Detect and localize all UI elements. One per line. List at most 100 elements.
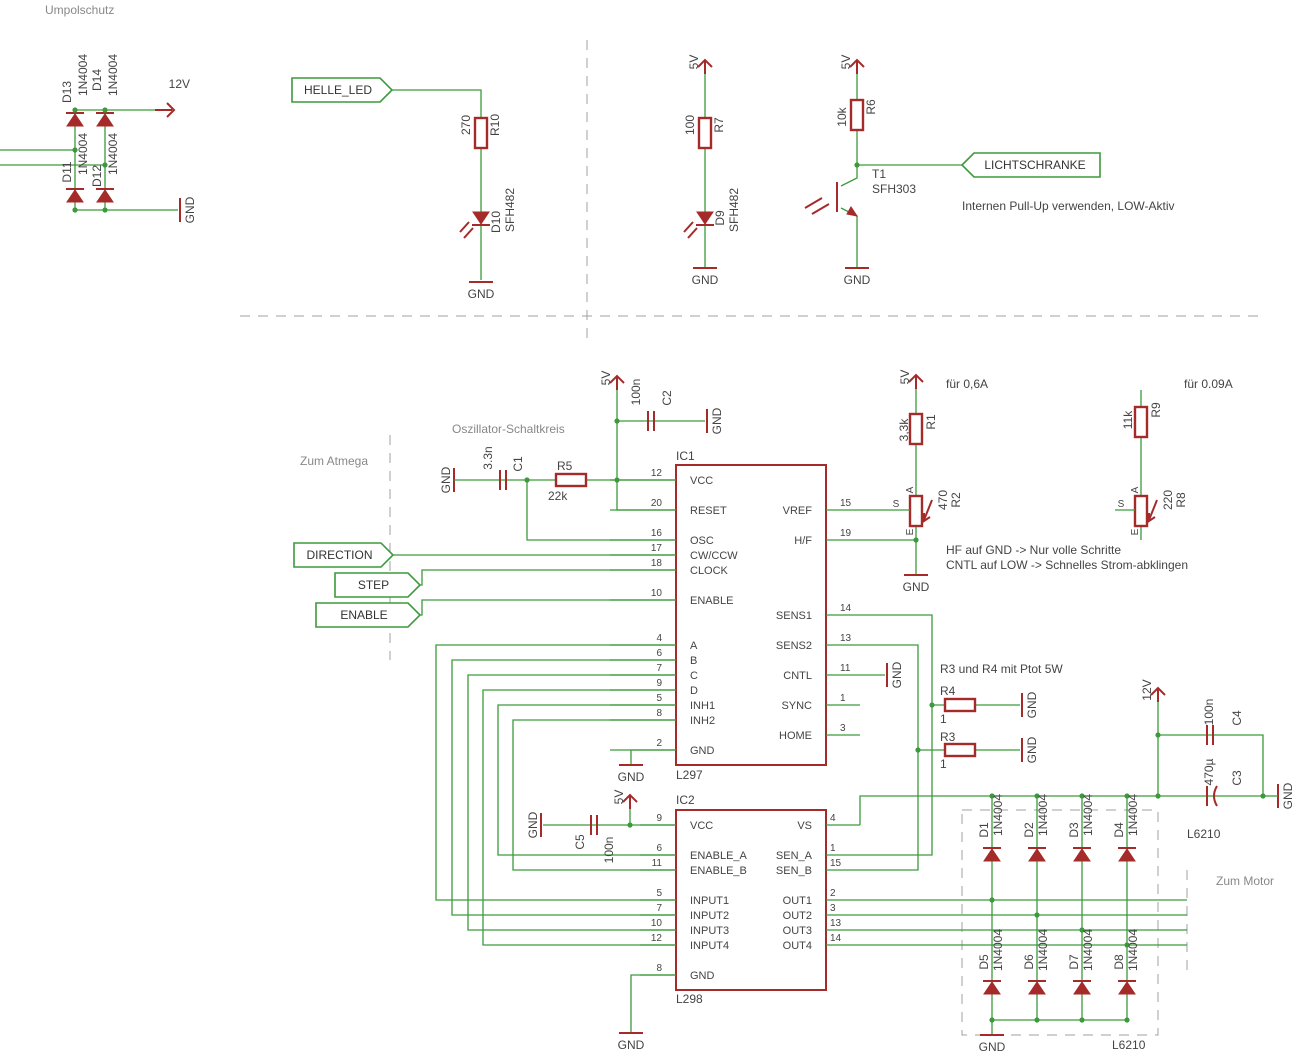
junction-dot	[929, 702, 935, 708]
junction-dot	[915, 747, 921, 753]
pin-label: CLOCK	[690, 565, 729, 577]
pin-label: OSC	[690, 535, 714, 547]
pin-label: VREF	[783, 505, 813, 517]
component-name: R8	[1174, 492, 1188, 508]
pin-label: ENABLE_B	[690, 865, 747, 877]
component-name: R2	[949, 492, 963, 508]
pin-number: 10	[651, 918, 663, 929]
pin-label: A	[690, 640, 698, 652]
pin-number: 8	[656, 963, 662, 974]
pin-number: 9	[656, 678, 662, 689]
pin-label: CW/CCW	[690, 550, 738, 562]
component-name: D13	[60, 81, 74, 103]
port-label: LICHTSCHRANKE	[984, 158, 1085, 172]
component-name: D3	[1067, 822, 1081, 838]
gnd-label: GND	[890, 661, 904, 688]
component-value: 1N4004	[1036, 929, 1050, 971]
pin-number: 11	[652, 858, 663, 869]
pin-label: CNTL	[783, 670, 812, 682]
gnd-label: GND	[1025, 736, 1039, 763]
pin-number: 11	[840, 663, 851, 674]
component-name: R5	[557, 459, 573, 473]
pin-label: SEN_B	[776, 865, 812, 877]
pin-number: 14	[840, 603, 852, 614]
pin-number: 6	[656, 648, 662, 659]
supply-label: 5V	[599, 371, 613, 386]
pin-number: 2	[830, 888, 836, 899]
pin-number: 10	[651, 588, 663, 599]
pin-number: 8	[656, 708, 662, 719]
ic1-l297: IC1L29712VCC20RESET16OSC17CW/CCW18CLOCK1…	[610, 449, 860, 782]
component-name: R4	[940, 684, 956, 698]
junction-dot	[524, 477, 530, 483]
gnd-label: GND	[1025, 691, 1039, 718]
supply-label: 5V	[898, 370, 912, 385]
section-title: Zum Atmega	[300, 454, 368, 468]
pin-number: 13	[840, 633, 852, 644]
component-value: SFH482	[727, 188, 741, 232]
component-value: 1N4004	[1126, 794, 1140, 836]
component-value: SFH303	[872, 182, 916, 196]
note: R3 und R4 mit Ptot 5W	[940, 662, 1063, 676]
pin-label: INPUT2	[690, 910, 729, 922]
pin-number: 7	[656, 903, 662, 914]
pin-number: 6	[656, 843, 662, 854]
component-value: 1N4004	[1036, 794, 1050, 836]
component-value: 1N4004	[1081, 794, 1095, 836]
pot-pin: E	[1130, 528, 1141, 535]
supply-label: 5V	[612, 790, 626, 805]
pot-pin: A	[905, 486, 916, 493]
ic-name: IC2	[676, 793, 695, 807]
pin-label: SEN_A	[776, 850, 813, 862]
ic-part: L297	[676, 768, 703, 782]
net-port	[291, 77, 394, 103]
component-value: 270	[459, 115, 473, 135]
component-value: 1N4004	[991, 929, 1005, 971]
junction-dot	[72, 207, 78, 213]
part-label: L6210	[1112, 1038, 1146, 1052]
pin-number: 5	[656, 693, 662, 704]
component-value: 1N4004	[991, 794, 1005, 836]
supply-label: 5V	[839, 55, 853, 70]
gnd-label: GND	[183, 196, 197, 223]
pin-label: B	[690, 655, 697, 667]
component-name: D12	[90, 165, 104, 187]
section-title: Zum Motor	[1216, 874, 1274, 888]
pin-number: 1	[830, 843, 836, 854]
pin-label: D	[690, 685, 698, 697]
component-value: 1N4004	[76, 54, 90, 96]
component-name: R6	[864, 99, 878, 115]
component-name: D4	[1112, 822, 1126, 838]
pin-label: INPUT1	[690, 895, 729, 907]
junction-dot	[627, 822, 633, 828]
gnd-label: GND	[979, 1040, 1006, 1054]
part-label: L6210	[1187, 827, 1221, 841]
gnd-label: GND	[439, 466, 453, 493]
component-value: 3.3n	[481, 446, 495, 469]
junction-dot	[1124, 942, 1130, 948]
ic-name: IC1	[676, 449, 695, 463]
pin-number: 12	[651, 933, 663, 944]
component-value: 10k	[835, 106, 849, 126]
pin-number: 9	[656, 813, 662, 824]
pin-label: GND	[690, 745, 715, 757]
pin-number: 13	[830, 918, 842, 929]
pin-label: INPUT4	[690, 940, 729, 952]
pin-number: 12	[651, 468, 663, 479]
component-value: 100	[683, 115, 697, 135]
component-name: D14	[90, 69, 104, 91]
pin-number: 15	[830, 858, 842, 869]
component-value: 22k	[548, 489, 568, 503]
pin-label: SENS1	[776, 610, 812, 622]
pin-number: 4	[656, 633, 662, 644]
junction-dot	[1260, 793, 1266, 799]
pin-number: 2	[656, 738, 662, 749]
pin-label: ENABLE	[690, 595, 733, 607]
section-title: Oszillator-Schaltkreis	[452, 422, 565, 436]
gnd-label: GND	[618, 770, 645, 784]
note: CNTL auf LOW -> Schnelles Strom-abklinge…	[946, 558, 1188, 572]
component-name: D1	[977, 822, 991, 838]
